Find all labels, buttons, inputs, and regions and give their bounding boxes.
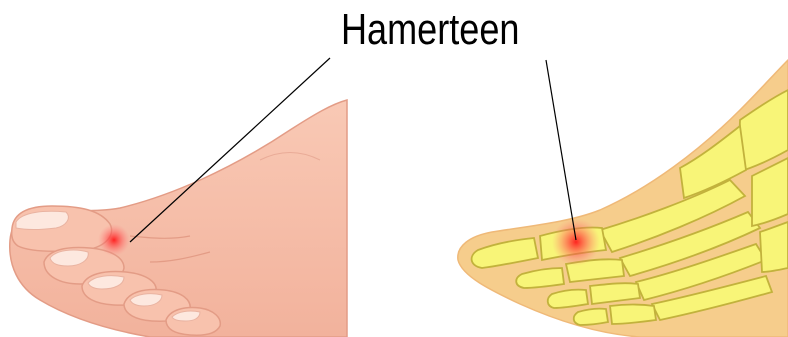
skeletal-foot — [458, 60, 788, 337]
diagram-label: Hamerteen — [341, 4, 519, 56]
inflammation-spot — [552, 218, 600, 266]
proximal-phalanx — [610, 305, 656, 325]
distal-phalanx — [574, 309, 608, 325]
pointer-line-right — [546, 60, 576, 240]
inflammation-spot — [98, 224, 130, 256]
external-foot — [10, 100, 347, 337]
